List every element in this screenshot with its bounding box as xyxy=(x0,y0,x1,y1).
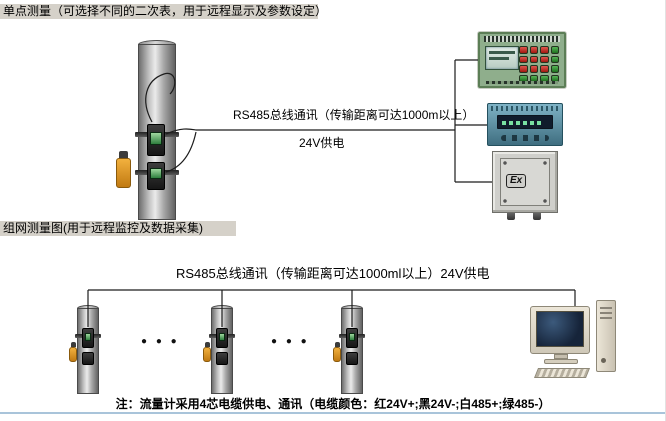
ex-mark-label: Ex xyxy=(506,174,527,188)
cable-gland xyxy=(507,213,515,220)
computer-keyboard xyxy=(534,368,591,378)
flowmeter-lcd-screen xyxy=(485,46,519,70)
keypad-key xyxy=(519,46,528,54)
keypad-key xyxy=(550,65,559,73)
wiring-note: 注：流量计采用4芯电缆供电、通讯（电缆颜色：红24V+;黑24V-;白485+;… xyxy=(115,397,551,411)
transducer-orange xyxy=(333,347,341,362)
flowmeter-display-device xyxy=(478,32,566,88)
cable-gland xyxy=(533,213,541,220)
keypad-key xyxy=(550,46,559,54)
panel-meter-buttons xyxy=(501,135,549,141)
sensor-led-window xyxy=(85,333,91,341)
sensor-led-window xyxy=(349,333,355,341)
computer-tower xyxy=(596,300,616,372)
ultrasonic-sensor-upper xyxy=(147,124,165,156)
pipe-body xyxy=(211,308,233,394)
pipe-body xyxy=(77,308,99,394)
transducer-orange xyxy=(203,347,211,362)
bottom-divider xyxy=(0,412,665,414)
ultrasonic-sensor-lower xyxy=(147,162,165,190)
keypad-key xyxy=(540,46,549,54)
keypad-key xyxy=(540,65,549,73)
rs485-bus-label-single: RS485总线通讯（传输距离可达1000m以上） xyxy=(233,108,475,122)
monitoring-computer xyxy=(528,296,624,392)
flow-pipe-node-3 xyxy=(330,303,374,395)
keypad-key xyxy=(550,55,559,63)
transducer-cap xyxy=(119,151,128,159)
flow-pipe-node-1 xyxy=(66,303,110,395)
rs485-bus-label-network: RS485总线通讯（传输距离可达1000ml以上）24V供电 xyxy=(176,266,490,281)
ultrasonic-sensor xyxy=(346,352,358,365)
pipe-body xyxy=(341,308,363,394)
ultrasonic-sensor xyxy=(82,328,94,348)
panel-meter-vents xyxy=(491,106,559,111)
computer-screen xyxy=(536,311,584,347)
monitor-stand xyxy=(554,354,568,359)
sensor-led-window xyxy=(219,333,225,341)
explosion-proof-box: Ex xyxy=(492,151,558,220)
transducer-cap xyxy=(335,342,340,347)
keypad-key xyxy=(550,74,559,82)
section-header-single-point: 单点测量（可选择不同的二次表，用于远程显示及参数设定） xyxy=(0,4,327,19)
flowmeter-keypad xyxy=(519,46,559,82)
keypad-key xyxy=(529,55,538,63)
keypad-key xyxy=(519,55,528,63)
monitor-base xyxy=(544,359,578,364)
keypad-key xyxy=(529,74,538,82)
transducer-orange xyxy=(69,347,77,362)
panel-meter-display xyxy=(497,115,553,129)
computer-monitor xyxy=(530,306,590,354)
ultrasonic-sensor xyxy=(346,328,358,348)
transducer-cap xyxy=(71,342,76,347)
ultrasonic-sensor xyxy=(216,328,228,348)
flow-pipe-main xyxy=(112,40,204,222)
keypad-key xyxy=(529,65,538,73)
flow-pipe-node-2 xyxy=(200,303,244,395)
explosion-proof-door: Ex xyxy=(500,158,550,206)
ultrasonic-sensor xyxy=(82,352,94,365)
sensor-led-window xyxy=(150,168,162,179)
transducer-cap xyxy=(205,342,210,347)
keypad-key xyxy=(519,65,528,73)
section-header-network: 组网测量图(用于远程监控及数据采集) xyxy=(0,221,236,236)
ellipsis-more-nodes: ● ● ● xyxy=(271,336,310,347)
terminal-strip xyxy=(484,36,560,42)
keypad-key xyxy=(540,55,549,63)
sensor-led-window xyxy=(150,132,162,145)
ultrasonic-sensor xyxy=(216,352,228,365)
ellipsis-more-nodes: ● ● ● xyxy=(141,336,180,347)
power-supply-label: 24V供电 xyxy=(299,136,345,150)
transducer-orange xyxy=(116,158,131,188)
keypad-key xyxy=(540,74,549,82)
keypad-key xyxy=(519,74,528,82)
keypad-key xyxy=(529,46,538,54)
panel-meter-device xyxy=(487,103,563,146)
